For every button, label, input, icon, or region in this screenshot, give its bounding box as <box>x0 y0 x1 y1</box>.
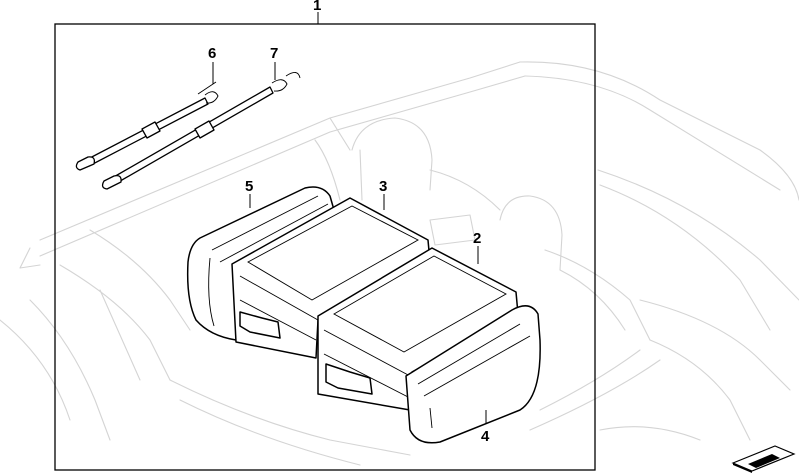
bag-5 <box>186 186 335 341</box>
svg-text:4: 4 <box>481 428 490 445</box>
bag-4 <box>405 305 541 444</box>
svg-text:3: 3 <box>379 178 387 195</box>
svg-text:7: 7 <box>270 45 278 62</box>
callout-7: 7 <box>270 45 278 80</box>
svg-text:2: 2 <box>473 230 481 247</box>
diagram-type-icon <box>731 445 796 473</box>
callout-5: 5 <box>245 178 253 208</box>
parts-frame <box>54 23 596 471</box>
strap-6 <box>75 81 219 171</box>
callout-4: 4 <box>481 410 490 445</box>
svg-text:1: 1 <box>313 0 321 14</box>
car-outline <box>0 61 799 466</box>
strap-7 <box>101 72 301 190</box>
callout-1: 1 <box>313 0 321 24</box>
callout-3: 3 <box>379 178 387 210</box>
svg-text:5: 5 <box>245 178 253 195</box>
bag-2 <box>317 247 519 411</box>
svg-text:6: 6 <box>208 45 216 62</box>
callout-6: 6 <box>208 45 216 84</box>
callout-2: 2 <box>473 230 481 264</box>
